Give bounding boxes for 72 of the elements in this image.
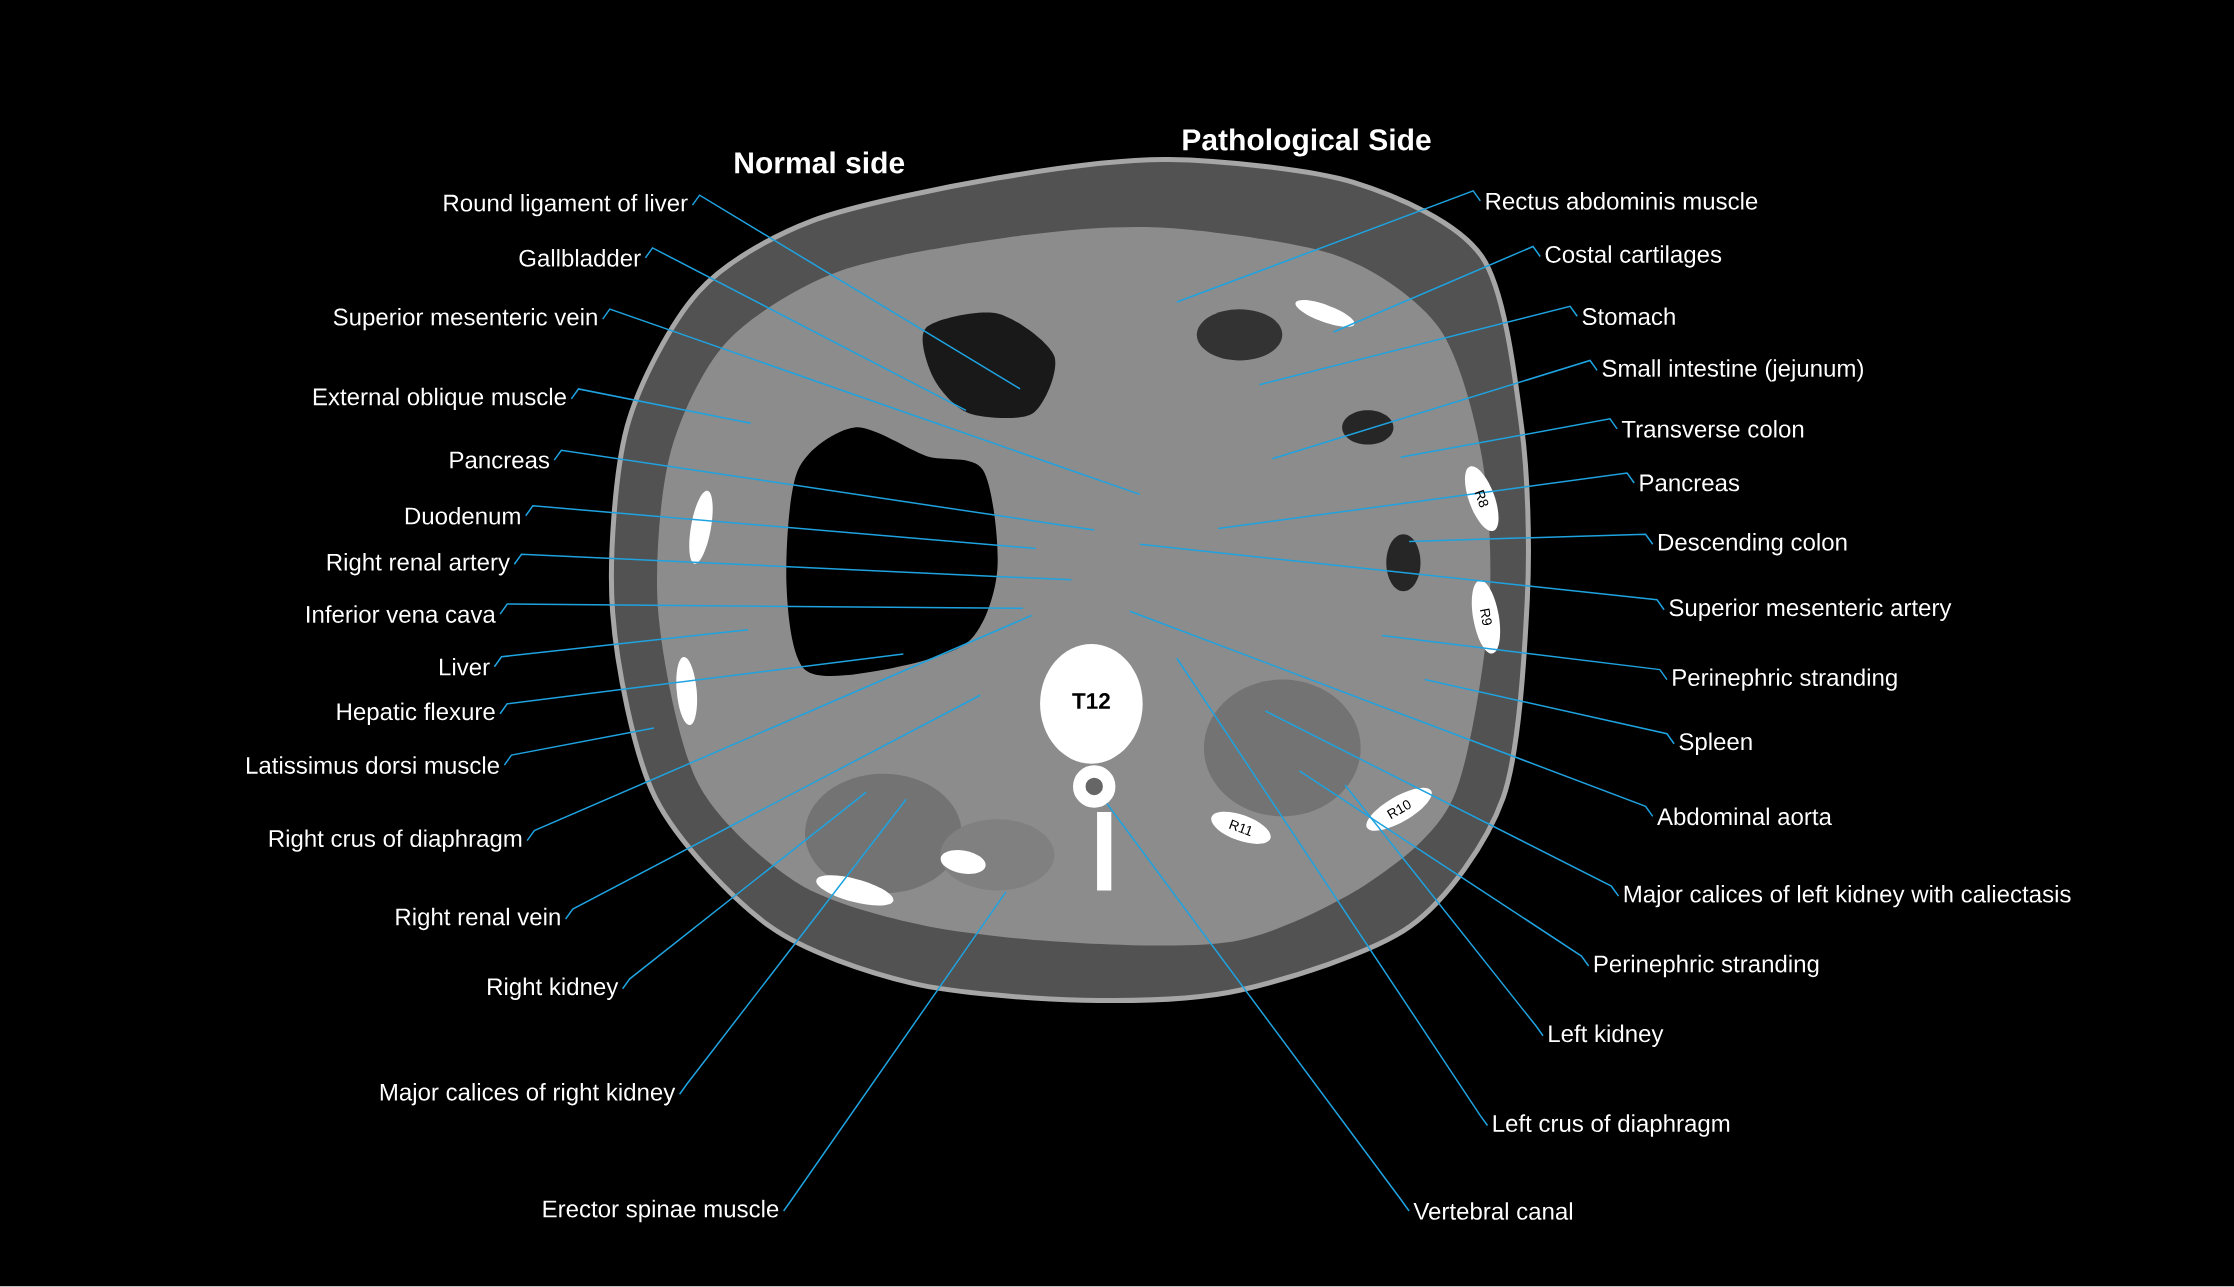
rib-label: R11: [1229, 819, 1252, 837]
anatomy-label: Latissimus dorsi muscle: [247, 756, 499, 775]
anatomy-label: Perinephric stranding: [1673, 668, 1897, 691]
leader-line: [1332, 245, 1541, 333]
anatomy-label: Rectus abdominis muscle: [1486, 192, 1758, 210]
leader-line: [691, 194, 1021, 390]
anatomy-label: Abdominal aorta: [1657, 807, 1832, 826]
anatomy-label: Perinephric stranding: [1594, 955, 1819, 978]
leader-line: [1258, 305, 1578, 386]
anatomy-label: Pancreas: [450, 452, 550, 469]
anatomy-label: Right kidney: [488, 977, 619, 1001]
anatomy-label: Liver: [440, 658, 490, 676]
anatomy-label: Erector spinae muscle: [543, 1200, 779, 1223]
anatomy-label: Stomach: [1582, 307, 1675, 326]
leader-line: [1298, 770, 1590, 967]
side-heading: Pathological Side: [1183, 128, 1431, 157]
anatomy-label: Costal cartilages: [1545, 245, 1722, 268]
leader-line: [601, 308, 1141, 496]
rib-label: R10: [1386, 800, 1411, 820]
rib-label: R8: [1474, 490, 1489, 508]
anatomy-label: Gallbladder: [519, 249, 641, 267]
rib-label: R9: [1480, 608, 1492, 626]
leader-line: [1344, 784, 1544, 1037]
anatomy-label: Major calices of left kidney with caliectasis: [1624, 885, 2071, 908]
vertebra-label: T12: [1072, 693, 1110, 710]
leader-line: [782, 891, 1007, 1212]
leader-line: [564, 694, 981, 920]
anatomy-label: Hepatic flexure: [337, 702, 495, 726]
leader-line: [499, 603, 1024, 616]
leader-line: [1106, 802, 1410, 1212]
anatomy-label: Transverse colon: [1621, 420, 1804, 438]
leader-line: [678, 798, 907, 1096]
anatomy-label: Vertebral canal: [1413, 1202, 1572, 1221]
anatomy-label: Superior mesenteric artery: [1669, 598, 1952, 622]
anatomy-label: Spleen: [1679, 732, 1752, 756]
anatomy-label: Left kidney: [1549, 1024, 1664, 1048]
leader-line: [526, 614, 1033, 842]
side-heading: Normal side: [735, 151, 905, 174]
leader-line: [1176, 190, 1482, 303]
anatomy-label: External oblique muscle: [313, 387, 566, 411]
vertebral-canal: [1073, 765, 1116, 808]
leader-line: [1424, 679, 1675, 745]
leader-line: [503, 727, 655, 767]
leader-line: [1264, 710, 1620, 898]
anatomy-label: Small intestine (jejunum): [1602, 359, 1863, 382]
leader-line: [1399, 418, 1618, 459]
anatomy-label: Major calices of right kidney: [380, 1083, 676, 1106]
leader-line: [1381, 634, 1668, 681]
leader-line: [493, 629, 749, 668]
anatomy-label: Right renal vein: [396, 908, 560, 931]
anatomy-label: Inferior vena cava: [307, 605, 496, 624]
leader-line: [1129, 610, 1654, 818]
leader-line: [513, 553, 1073, 581]
leader-line: [1217, 472, 1635, 530]
anatomy-label: Superior mesenteric vein: [333, 308, 597, 331]
leader-line: [525, 505, 1037, 550]
anatomy-label: Right crus of diaphragm: [269, 829, 522, 852]
leader-line: [621, 791, 867, 990]
leader-line: [553, 449, 1095, 531]
anatomy-label: Descending colon: [1658, 533, 1847, 556]
leader-line: [1176, 657, 1489, 1127]
anatomy-label: Pancreas: [1640, 474, 1740, 492]
anatomy-label: Round ligament of liver: [444, 194, 688, 217]
anatomy-label: Left crus of diaphragm: [1493, 1114, 1730, 1137]
leader-line: [1271, 359, 1598, 460]
leader-line: [499, 653, 905, 715]
leader-line: [644, 247, 967, 412]
anatomy-label: Duodenum: [405, 507, 520, 525]
leader-line: [1408, 533, 1654, 546]
leader-line: [1139, 543, 1665, 611]
leader-line: [570, 388, 752, 425]
anatomy-label: Right renal artery: [327, 553, 510, 576]
